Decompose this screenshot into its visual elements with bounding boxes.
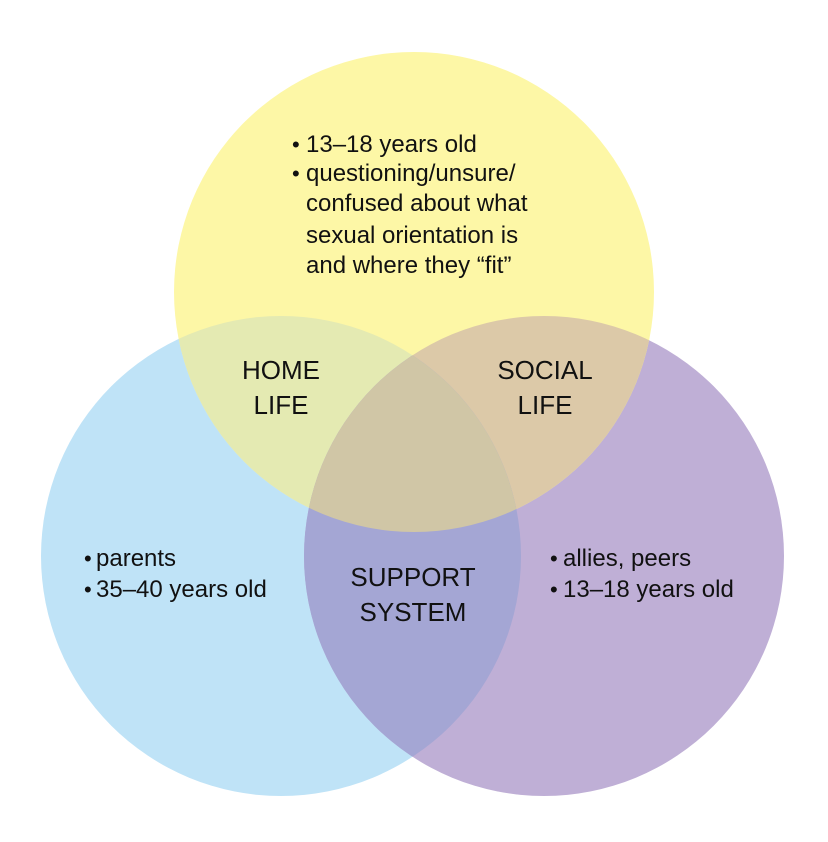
support-system-label-line-1: SUPPORT [350, 562, 475, 592]
top-circle-text: • 13–18 years old • questioning/unsure/ … [292, 131, 528, 279]
top-bullet-2-line-1: questioning/unsure/ [306, 160, 516, 187]
bullet-dot: • [84, 546, 92, 571]
top-bullet-2-line-2: confused about what [306, 190, 528, 217]
top-bullet-1: 13–18 years old [306, 131, 477, 158]
social-life-label-line-1: SOCIAL [497, 355, 592, 385]
home-life-label-line-1: HOME [242, 355, 320, 385]
bullet-dot: • [550, 546, 558, 571]
top-bullet-2-line-4: and where they “fit” [306, 252, 511, 279]
left-bullet-2: 35–40 years old [96, 576, 267, 603]
social-life-label-line-2: LIFE [518, 390, 573, 420]
right-bullet-1: allies, peers [563, 545, 691, 572]
right-bullet-2: 13–18 years old [563, 576, 734, 603]
top-bullet-2-line-3: sexual orientation is [306, 222, 518, 249]
home-life-label-line-2: LIFE [254, 390, 309, 420]
right-circle-text: • allies, peers • 13–18 years old [550, 545, 734, 603]
bullet-dot: • [292, 161, 300, 186]
bullet-dot: • [84, 577, 92, 602]
bullet-dot: • [550, 577, 558, 602]
left-bullet-1: parents [96, 545, 176, 572]
center-overlap [304, 316, 521, 532]
support-system-label-line-2: SYSTEM [360, 597, 467, 627]
left-circle-text: • parents • 35–40 years old [84, 545, 267, 603]
bullet-dot: • [292, 132, 300, 157]
